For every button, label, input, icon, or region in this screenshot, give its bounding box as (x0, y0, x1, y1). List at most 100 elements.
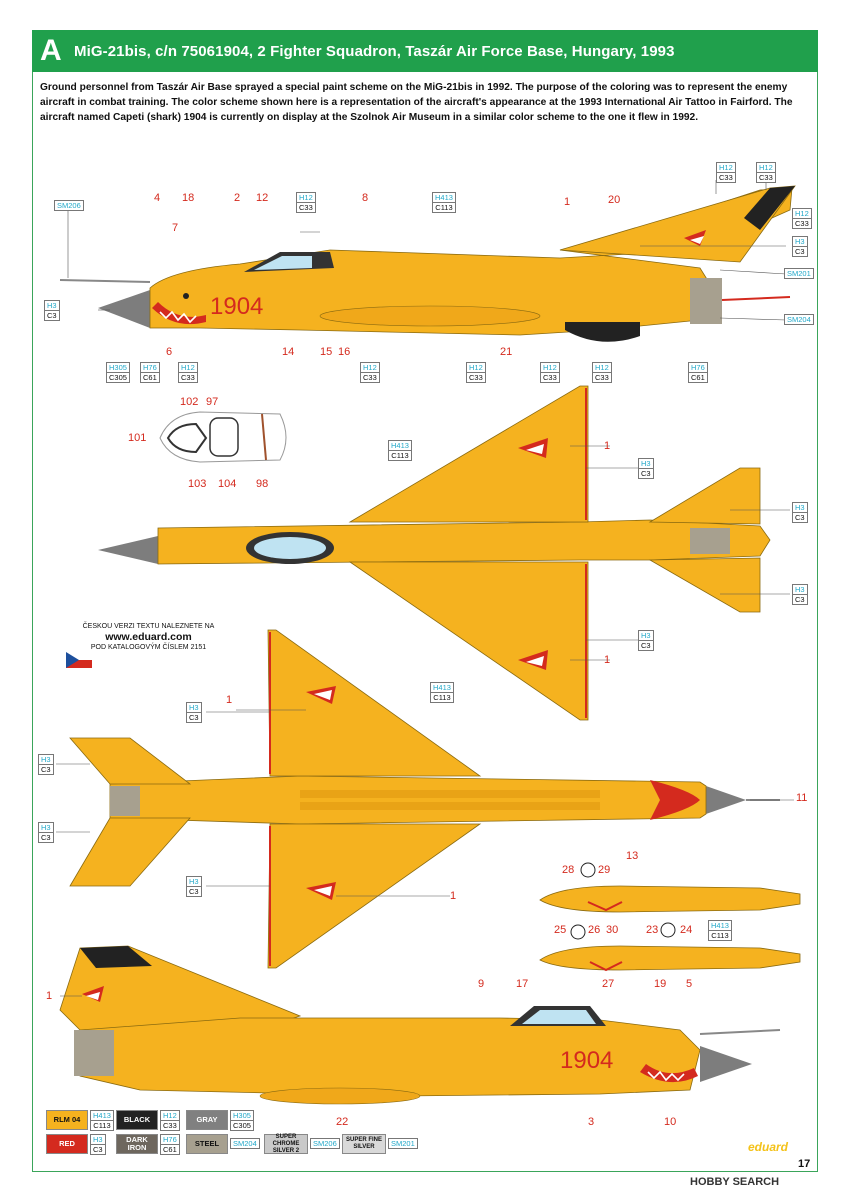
legend-swatch-super-fine-silver: SUPER FINE SILVER (342, 1134, 386, 1154)
callout: 6 (166, 346, 173, 358)
callout: 104 (218, 478, 237, 490)
legend-code-super-fine-silver: SM201 (388, 1138, 418, 1149)
legend-swatch-steel: STEEL (186, 1134, 228, 1154)
callout: 4 (154, 192, 161, 204)
czech-flag-icon (66, 652, 92, 668)
callout: 24 (680, 924, 693, 936)
callout: 21 (500, 346, 513, 358)
eduard-logo: eduard (747, 1140, 788, 1154)
callout: 15 (320, 346, 333, 358)
callout: 1 (46, 990, 53, 1002)
callout: 5 (686, 978, 693, 990)
callout: 17 (516, 978, 529, 990)
callout: 16 (338, 346, 351, 358)
callout: 27 (602, 978, 615, 990)
callout: 2 (234, 192, 241, 204)
callout: 10 (664, 1116, 677, 1128)
legend-swatch-super-chrome: SUPER CHROME SILVER 2 (264, 1134, 308, 1154)
callout: 1 (564, 196, 571, 208)
side-view-bottom: 1904 (59, 945, 781, 1105)
callout: 3 (588, 1116, 595, 1128)
callout: 26 (588, 924, 601, 936)
callout: 97 (206, 396, 219, 408)
callout: 102 (180, 396, 199, 408)
callout: 19 (654, 978, 667, 990)
tag-sm204: SM204 (784, 314, 814, 325)
bottom-view (69, 629, 780, 969)
callout: 9 (478, 978, 485, 990)
callout: 12 (256, 192, 269, 204)
callout: 13 (626, 850, 639, 862)
callout: 1 (604, 654, 611, 666)
legend-swatch-black: BLACK (116, 1110, 158, 1130)
callout: 1 (450, 890, 457, 902)
serial-number-side-top: 1904 (210, 293, 263, 320)
callout: 25 (554, 924, 567, 936)
callout: 101 (128, 432, 147, 444)
callout: 11 (796, 792, 808, 804)
watermark: HOBBY SEARCH (690, 1176, 780, 1188)
legend-code-super-chrome: SM206 (310, 1138, 340, 1149)
serial-number-side-bottom: 1904 (560, 1047, 613, 1074)
callout: 18 (182, 192, 195, 204)
tag-sm201: SM201 (784, 268, 814, 279)
callout: 14 (282, 346, 295, 358)
legend-swatch-red: RED (46, 1134, 88, 1154)
scheme-letter: A (40, 34, 62, 67)
callout: 1 (226, 694, 233, 706)
tag-sm206: SM206 (54, 200, 84, 211)
canopy-detail (159, 411, 287, 463)
legend-swatch-rlm04: RLM 04 (46, 1110, 88, 1130)
drop-tanks (539, 862, 801, 972)
callout: 20 (608, 194, 621, 206)
page-number: 17 (798, 1158, 811, 1170)
legend-code-steel: SM204 (230, 1138, 260, 1149)
callout: 28 (562, 864, 575, 876)
callout: 8 (362, 192, 369, 204)
czech-note: ČESKOU VERZI TEXTU NALEZNETE NA www.edua… (66, 622, 231, 652)
callout: 98 (256, 478, 269, 490)
legend-swatch-dark-iron: DARK IRON (116, 1134, 158, 1154)
callout: 30 (606, 924, 619, 936)
callout: 22 (336, 1116, 349, 1128)
scheme-title: MiG-21bis, c/n 75061904, 2 Fighter Squad… (74, 42, 675, 60)
page-header: A MiG-21bis, c/n 75061904, 2 Fighter Squ… (32, 30, 818, 72)
eduard-url[interactable]: www.eduard.com (105, 631, 192, 643)
side-view-top: 1904 (59, 185, 796, 342)
callout: 23 (646, 924, 659, 936)
callout: 103 (188, 478, 207, 490)
callout: 7 (172, 222, 179, 234)
callout: 1 (604, 440, 611, 452)
